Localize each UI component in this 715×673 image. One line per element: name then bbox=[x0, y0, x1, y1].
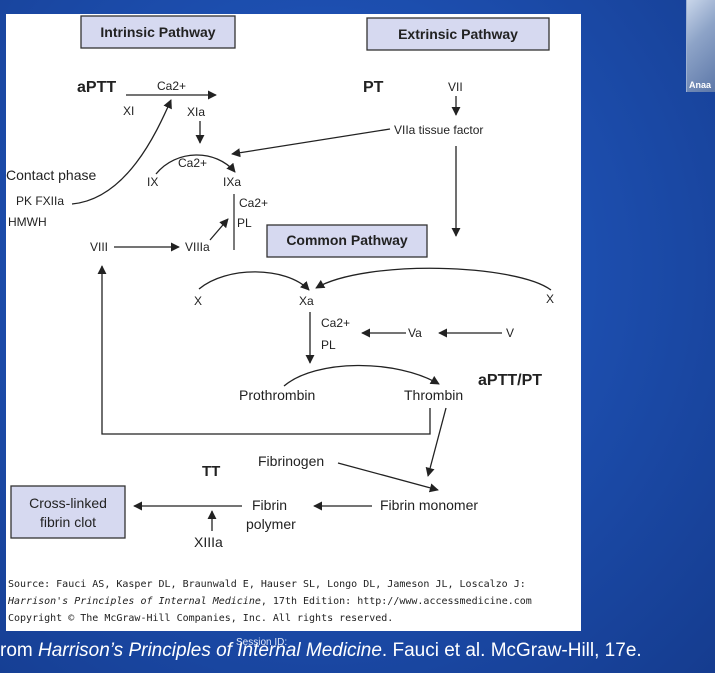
ca2-label: Ca2+ bbox=[178, 156, 207, 170]
fibrin-polymer-label-line2: polymer bbox=[246, 516, 296, 532]
pl-label: PL bbox=[237, 216, 252, 230]
viia-tissue-factor-label: VIIa tissue factor bbox=[394, 123, 483, 137]
source-edition: , 17th Edition: http://www.accessmedicin… bbox=[260, 596, 532, 607]
coagulation-cascade-diagram: Intrinsic Pathway Extrinsic Pathway Comm… bbox=[6, 15, 554, 550]
hmwh-label: HMWH bbox=[8, 215, 47, 229]
arrow-ix-to-ixa bbox=[155, 154, 236, 175]
pt-label: PT bbox=[363, 79, 384, 96]
aptt-pt-label: aPTT/PT bbox=[478, 372, 542, 389]
source-line-1: Source: Fauci AS, Kasper DL, Braunwald E… bbox=[8, 579, 526, 590]
pk-fxiia-label: PK FXIIa bbox=[16, 194, 64, 208]
factor-viii-label: VIII bbox=[90, 240, 108, 254]
arrow-x-to-xa-extrinsic bbox=[315, 267, 552, 291]
fibrin-polymer-label-line1: Fibrin bbox=[252, 497, 287, 513]
ca2-label: Ca2+ bbox=[239, 196, 268, 210]
factor-v-label: V bbox=[506, 326, 514, 340]
factor-xi-label: XI bbox=[123, 104, 134, 118]
caption-suffix: . Fauci et al. McGraw-Hill, 17e. bbox=[381, 640, 642, 661]
pl-label: PL bbox=[321, 338, 336, 352]
common-pathway-label: Common Pathway bbox=[286, 232, 408, 248]
participant-name-label: Anaa bbox=[689, 80, 712, 90]
factor-ix-label: IX bbox=[147, 175, 158, 189]
arrow-prothrombin-to-thrombin bbox=[283, 364, 440, 387]
factor-x-label: X bbox=[546, 292, 554, 306]
factor-vii-label: VII bbox=[448, 80, 463, 94]
factor-x-label: X bbox=[194, 294, 202, 308]
caption-book-title: Harrison’s Principles of Internal Medici… bbox=[38, 640, 382, 661]
slide-caption: rom Harrison’s Principles of Internal Me… bbox=[0, 640, 715, 668]
source-citation: Source: Fauci AS, Kasper DL, Braunwald E… bbox=[8, 576, 583, 627]
session-id-label: Session ID: bbox=[236, 637, 288, 648]
cross-linked-fibrin-clot-box: Cross-linked fibrin clot bbox=[10, 485, 126, 539]
extrinsic-pathway-label: Extrinsic Pathway bbox=[398, 26, 518, 42]
ca2-label: Ca2+ bbox=[157, 79, 186, 93]
clot-label-line1: Cross-linked bbox=[29, 495, 107, 511]
intrinsic-pathway-label: Intrinsic Pathway bbox=[100, 24, 215, 40]
arrow-fibrinogen-to-monomer bbox=[337, 462, 439, 493]
participant-video-thumbnail[interactable]: Anaa bbox=[686, 0, 715, 92]
source-book-title: Harrison's Principles of Internal Medici… bbox=[8, 596, 261, 607]
prothrombin-label: Prothrombin bbox=[239, 387, 315, 403]
copyright-line: Copyright © The McGraw-Hill Companies, I… bbox=[8, 613, 394, 624]
clot-label-line2: fibrin clot bbox=[40, 514, 96, 530]
fibrin-monomer-label: Fibrin monomer bbox=[380, 497, 478, 513]
factor-viiia-label: VIIIa bbox=[185, 240, 210, 254]
extrinsic-pathway-box: Extrinsic Pathway bbox=[366, 17, 550, 51]
fibrinogen-label: Fibrinogen bbox=[258, 453, 324, 469]
arrow-thrombin-feedback-viii bbox=[97, 265, 431, 435]
arrow-thrombin-to-fibrin-monomer bbox=[425, 407, 447, 477]
intrinsic-pathway-box: Intrinsic Pathway bbox=[80, 15, 236, 49]
contact-phase-label: Contact phase bbox=[6, 167, 96, 183]
arrow-viiia-to-ixa bbox=[209, 218, 229, 241]
factor-xiiia-label: XIIIa bbox=[194, 534, 223, 550]
arrow-x-to-xa-intrinsic bbox=[198, 271, 310, 291]
source-line-2: Harrison's Principles of Internal Medici… bbox=[8, 593, 583, 610]
arrow-tf-to-ixa bbox=[231, 128, 391, 158]
figure-panel: Intrinsic Pathway Extrinsic Pathway Comm… bbox=[6, 14, 581, 631]
tt-label: TT bbox=[202, 463, 220, 480]
ca2-label: Ca2+ bbox=[321, 316, 350, 330]
thrombin-label: Thrombin bbox=[404, 387, 463, 403]
factor-xa-label: Xa bbox=[299, 294, 314, 308]
aptt-label: aPTT bbox=[77, 79, 116, 96]
common-pathway-box: Common Pathway bbox=[266, 224, 428, 258]
factor-ixa-label: IXa bbox=[223, 175, 241, 189]
factor-va-label: Va bbox=[408, 326, 422, 340]
factor-xia-label: XIa bbox=[187, 105, 205, 119]
caption-prefix: rom bbox=[0, 640, 38, 661]
arrow-contact-to-xia bbox=[71, 99, 172, 205]
